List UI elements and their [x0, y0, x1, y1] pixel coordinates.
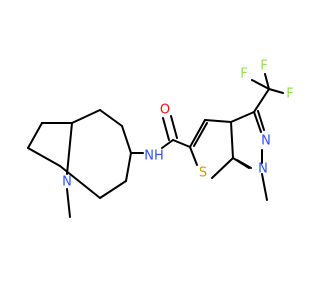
bond: [204, 119, 232, 123]
oxygen-label: O: [160, 103, 170, 118]
bond: [172, 139, 191, 148]
bond: [257, 110, 265, 131]
bond: [71, 109, 101, 124]
bond: [189, 146, 198, 166]
bond: [99, 109, 123, 127]
fluorine-label-1: F: [260, 59, 267, 74]
bond: [211, 157, 234, 179]
pyrazole-nitrogen-label-1: N: [258, 162, 268, 177]
bond: [66, 188, 71, 218]
bond: [170, 115, 178, 139]
bond: [99, 180, 127, 199]
sulfur-label: S: [199, 166, 207, 181]
bridge-nitrogen-label: N: [62, 175, 72, 190]
bond: [230, 121, 234, 159]
fluorine-label-2: F: [240, 67, 247, 82]
atom-label-layer: O NH S N N N F F F: [62, 59, 294, 190]
molecule-canvas: O NH S N N N F F F: [27, 59, 294, 218]
fluorine-label-3: F: [286, 87, 293, 102]
bond: [27, 122, 43, 149]
bond: [253, 88, 270, 113]
pyrazole-nitrogen-label-2: N: [261, 134, 271, 149]
bond: [125, 152, 132, 182]
bond: [264, 73, 270, 90]
bond: [66, 122, 73, 175]
molecule-structure-diagram: O NH S N N N F F F: [27, 59, 294, 218]
bond: [253, 111, 262, 133]
bond: [236, 159, 252, 169]
bond: [261, 173, 268, 201]
bond: [268, 88, 284, 94]
bond: [27, 147, 61, 167]
amide-nitrogen-label: NH: [144, 149, 164, 164]
bond: [189, 119, 206, 148]
bond-layer: [27, 73, 284, 218]
bond: [251, 79, 270, 90]
bond: [161, 139, 174, 149]
bond: [121, 125, 132, 154]
bond: [59, 165, 101, 199]
bond: [230, 111, 255, 123]
bond: [162, 117, 170, 141]
bond: [193, 122, 208, 147]
